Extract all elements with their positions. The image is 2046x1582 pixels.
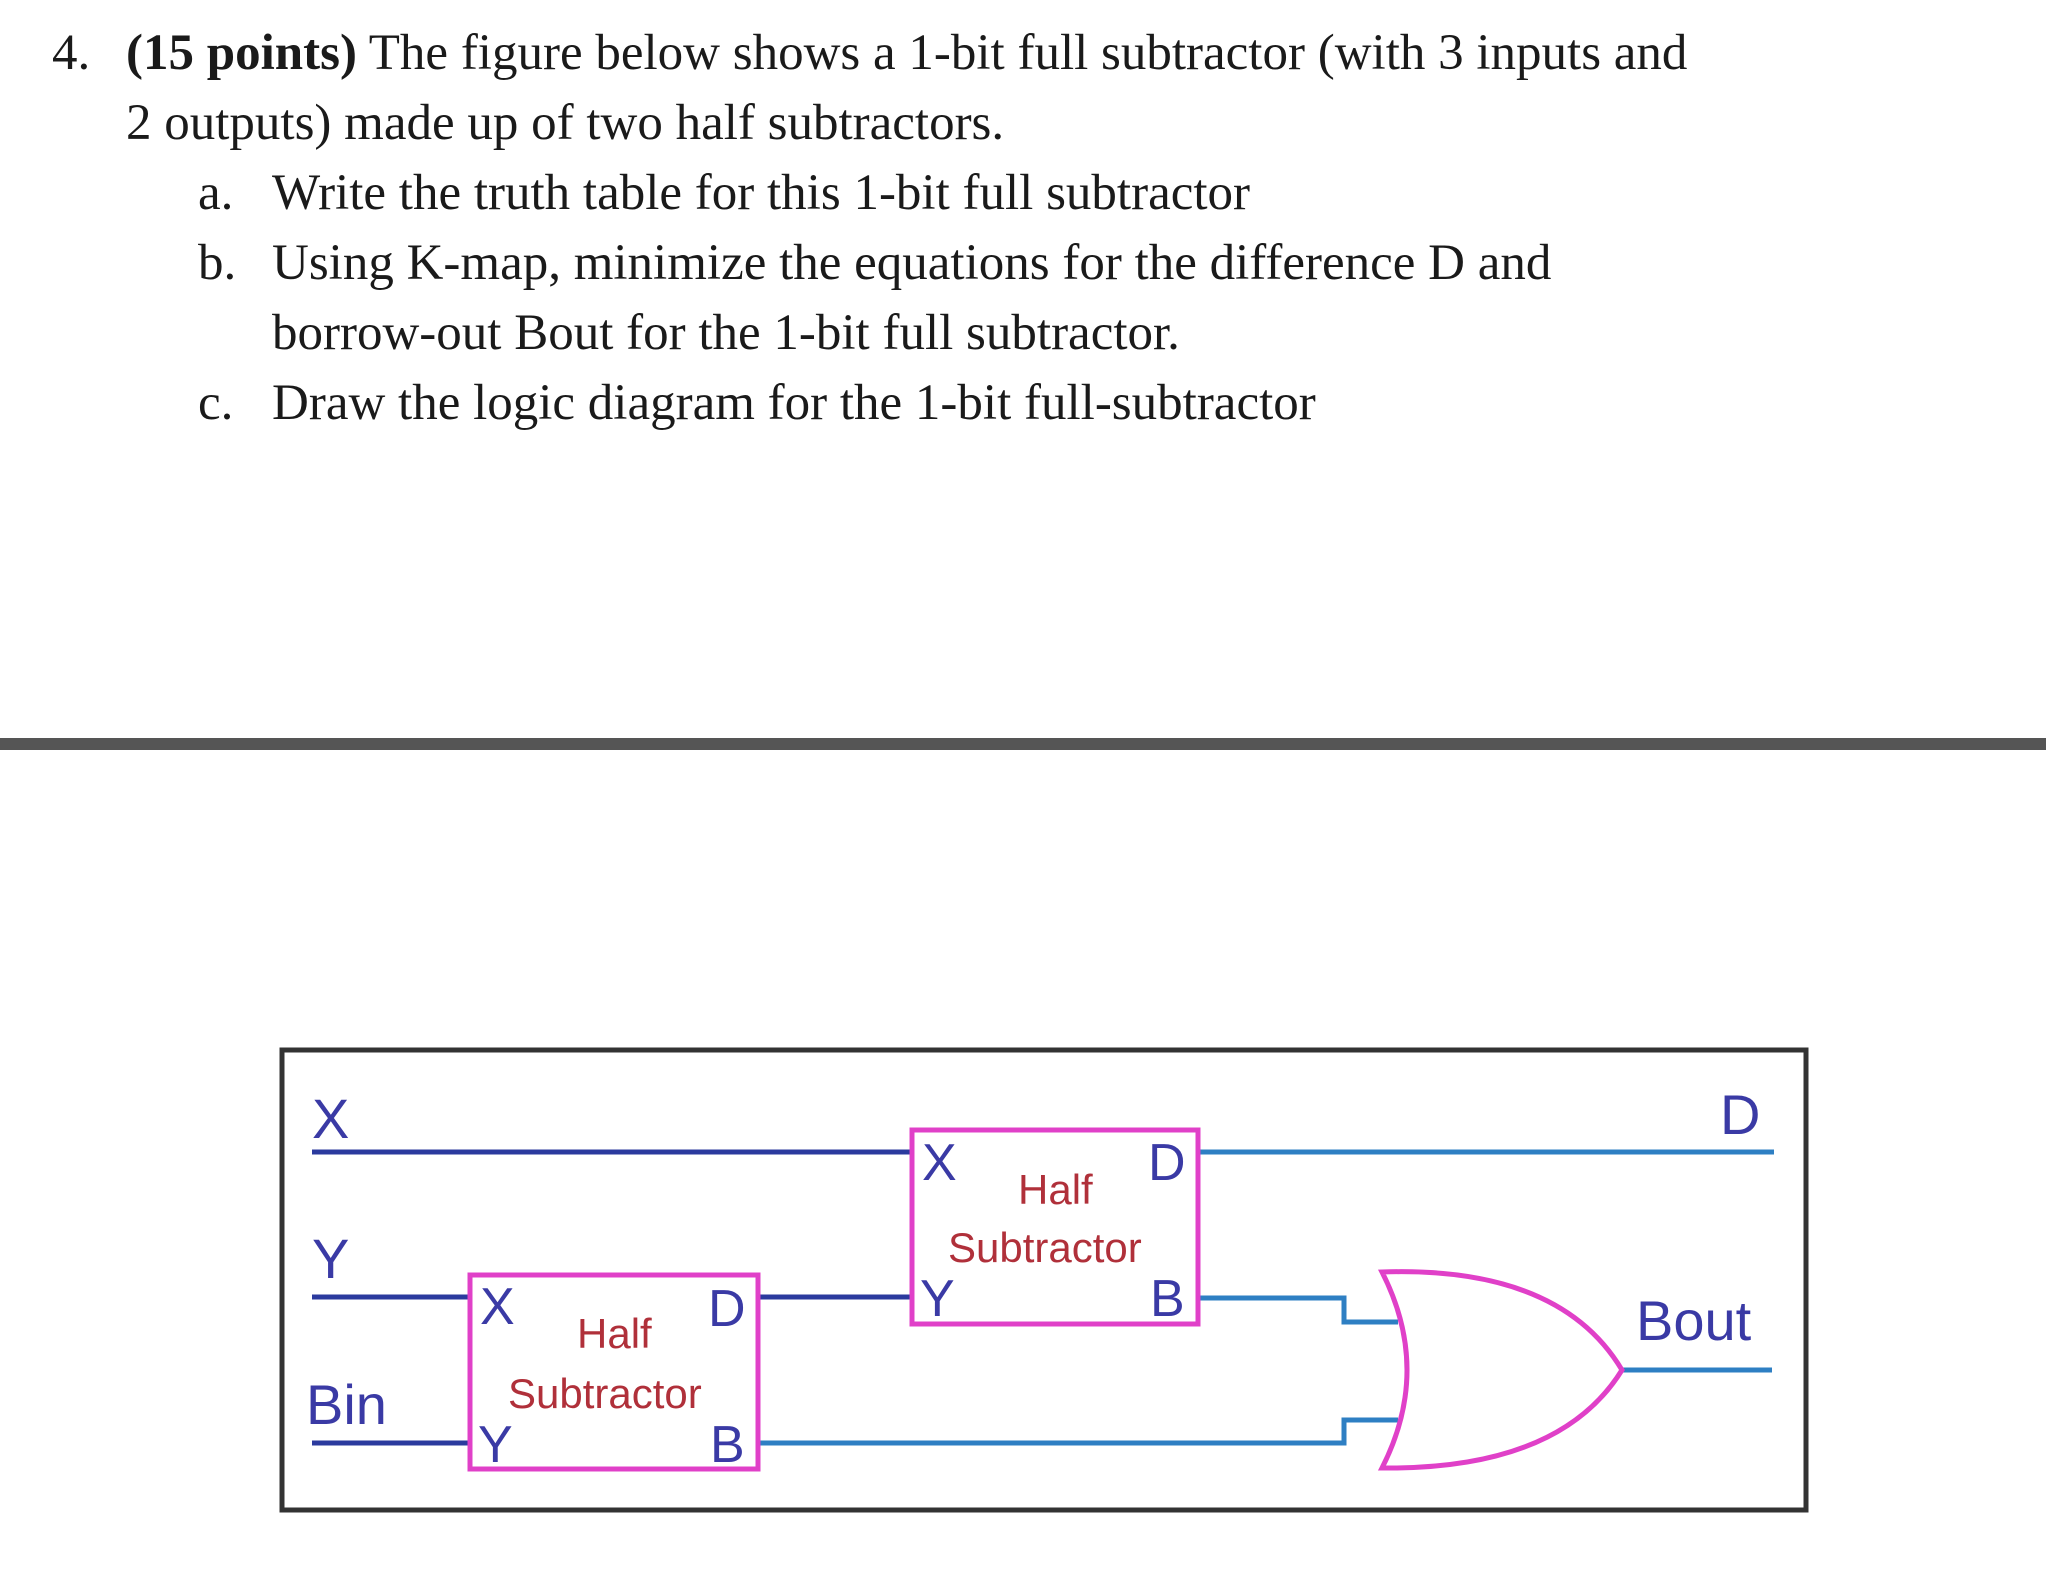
sub-question-b: b. Using K-map, minimize the equations f… <box>52 228 2012 368</box>
input-y-label: Y <box>312 1227 349 1290</box>
question-first-line: 4. (15 points) The figure below shows a 1… <box>52 18 2012 88</box>
sub-question-text: Draw the logic diagram for the 1-bit ful… <box>272 375 1316 431</box>
sub-question-letter: c. <box>198 375 234 431</box>
hs2-port-x: X <box>922 1134 957 1192</box>
half-subtractor-2-box <box>909 1127 1201 1327</box>
hs1-title-2: Subtractor <box>508 1370 702 1417</box>
question-intro-1: The figure below shows a 1-bit full subt… <box>356 25 1688 81</box>
hs2-title-1: Half <box>1018 1166 1093 1213</box>
sub-question-letter: a. <box>198 165 234 221</box>
sub-question-text: Using K-map, minimize the equations for … <box>272 235 1552 291</box>
wire-hs2-b-to-or <box>1198 1295 1398 1325</box>
hs1-port-y: Y <box>478 1416 513 1474</box>
question-number: 4. <box>52 25 91 81</box>
sub-question-letter: b. <box>198 235 237 291</box>
output-d-label: D <box>1720 1083 1760 1146</box>
hs1-port-d: D <box>708 1280 746 1338</box>
hs2-port-d: D <box>1148 1134 1186 1192</box>
hs1-port-x: X <box>480 1278 515 1336</box>
sub-question-text-cont: borrow-out Bout for the 1-bit full subtr… <box>272 305 1180 361</box>
sub-question-text: Write the truth table for this 1-bit ful… <box>272 165 1251 221</box>
hs2-port-b: B <box>1150 1270 1185 1328</box>
wires <box>312 1149 1774 1446</box>
hs1-port-b: B <box>710 1416 745 1474</box>
hs2-title-2: Subtractor <box>948 1224 1142 1271</box>
or-gate <box>1377 1269 1625 1471</box>
input-x-label: X <box>312 1087 349 1150</box>
half-subtractor-2: Half Subtractor X Y D B <box>909 1127 1201 1328</box>
question-points: (15 points) <box>126 25 357 81</box>
question-intro-2: 2 outputs) made up of two half subtracto… <box>126 95 1005 151</box>
half-subtractor-1: Half Subtractor X Y D B <box>467 1272 761 1474</box>
question-4: 4. (15 points) The figure below shows a 1… <box>52 18 2012 438</box>
hs1-title-1: Half <box>577 1310 652 1357</box>
input-bin-label: Bin <box>306 1373 387 1436</box>
output-bout-label: Bout <box>1636 1289 1752 1352</box>
half-subtractor-1-box <box>467 1272 761 1472</box>
sub-question-a: a. Write the truth table for this 1-bit … <box>52 158 2012 228</box>
wire-hs1-b-to-or <box>758 1417 1398 1446</box>
sub-question-c: c. Draw the logic diagram for the 1-bit … <box>52 368 2012 438</box>
divider-bar <box>0 738 2046 750</box>
hs2-port-y: Y <box>920 1270 955 1328</box>
